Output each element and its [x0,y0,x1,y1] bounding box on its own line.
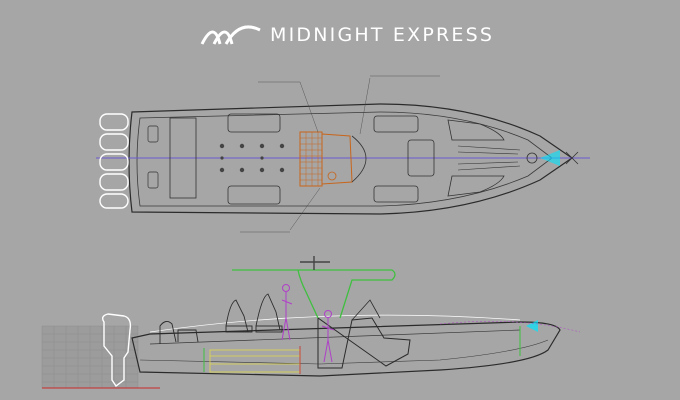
profile-console [317,317,411,369]
wave-logo-icon [200,25,261,45]
port-seat-forward [373,115,419,133]
starboard-seat-aft [227,185,281,205]
forward-console-seat [407,139,435,177]
profile-bow-light [526,320,538,332]
profile-windshield [351,299,381,321]
human-figures [281,284,335,363]
bow-v-starboard [457,161,521,171]
bow-cushion-starboard [447,175,505,197]
profile-view [41,256,581,389]
bow-anchor-fitting [565,151,579,165]
plan-gunwale [136,111,553,207]
center-console [299,131,353,187]
bow-light-beam [540,150,560,166]
profile-outboard [101,313,132,388]
aft-step-bottom [147,171,159,189]
port-seat-aft [227,113,281,133]
bow-cushion-port [447,119,505,141]
profile-seats [159,293,283,344]
bow-v-port [457,145,521,155]
profile-bow-rail [439,321,581,333]
bow-anchor [526,152,538,164]
starboard-seat-forward [373,185,419,203]
aft-bench [169,117,197,199]
console-windshield [351,135,367,183]
plan-view [96,75,590,233]
profile-gunwale-white [149,314,521,333]
profile-deck-line [149,329,521,345]
aft-step-top [147,125,159,143]
fuel-tank [209,349,301,373]
brand-name: MIDNIGHT EXPRESS [270,24,495,46]
hardtop [232,269,396,319]
cockpit-fittings [219,143,285,173]
brand-logo: MIDNIGHT EXPRESS [200,20,494,50]
plan-callouts [289,77,371,231]
outboard-engines [99,113,129,209]
profile-chine [139,339,549,365]
hardtop-radar [300,256,330,270]
plan-hull-outline [128,103,574,215]
